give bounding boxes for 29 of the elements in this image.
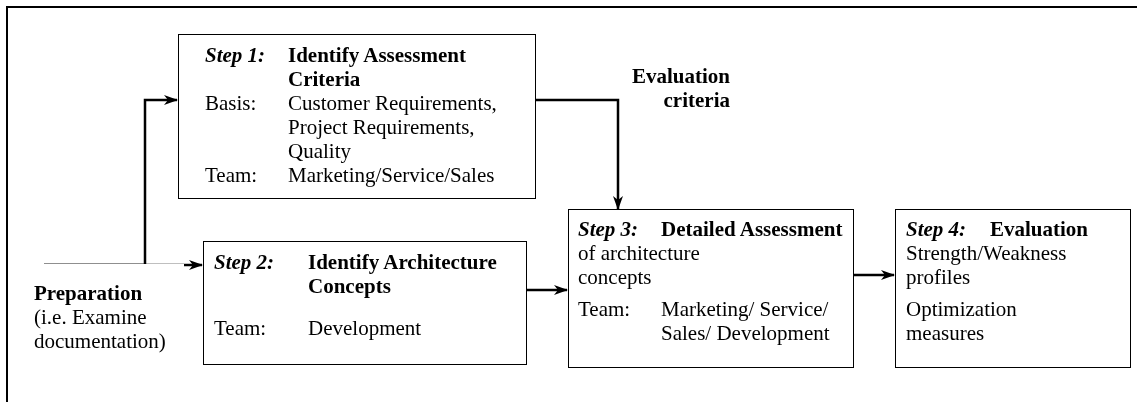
step-box <box>895 209 1131 368</box>
step-note: (i.e. Examine documentation) <box>34 305 167 353</box>
step-number: Step 2: <box>214 250 276 276</box>
step-title: Identify Assessment Criteria <box>288 43 467 91</box>
arrow <box>854 270 895 280</box>
step-text: Optimization measures <box>906 297 1018 345</box>
field-value: Development <box>308 316 423 340</box>
step-number: Step 3: <box>578 217 640 241</box>
step-title: Preparation <box>34 281 144 305</box>
step-title: Evaluation <box>990 217 1090 241</box>
field-value: Marketing/ Service/ Sales/ Development <box>661 297 831 345</box>
field-label: Team: <box>578 297 632 323</box>
step-title: Identify Architecture Concepts <box>308 250 498 298</box>
field-value: Customer Requirements, Project Requirements, Quality <box>288 91 498 163</box>
step-box <box>568 209 854 368</box>
step-text: Strength/Weakness profiles <box>906 241 1068 289</box>
step-title: Detailed Assessment <box>661 217 844 241</box>
step-number: Step 4: <box>906 217 968 241</box>
edge-label: Evaluation criteria <box>630 64 730 112</box>
step-number: Step 1: <box>205 43 267 69</box>
arrow <box>536 98 623 210</box>
field-value: Marketing/Service/Sales <box>288 163 496 187</box>
step-box <box>203 241 527 365</box>
step-box <box>178 34 536 199</box>
step-text: of architecture concepts <box>578 241 701 289</box>
field-label: Team: <box>205 163 259 187</box>
field-label: Team: <box>214 316 268 340</box>
arrow <box>527 285 568 295</box>
field-label: Basis: <box>205 91 258 117</box>
